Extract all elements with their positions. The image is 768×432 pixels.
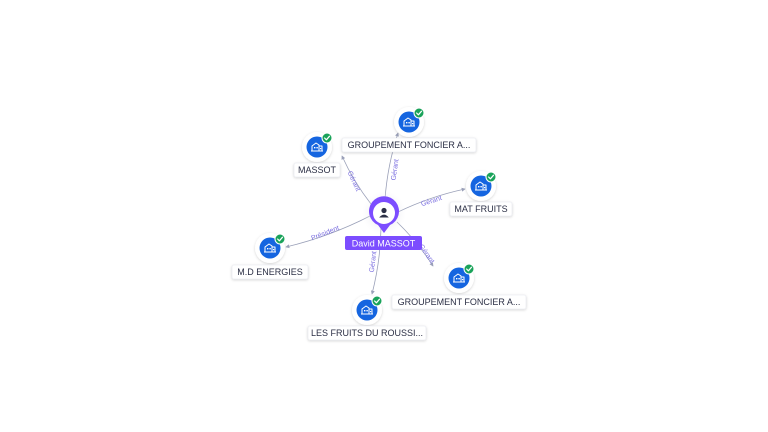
- verified-check-icon: [463, 263, 475, 275]
- node-label: GROUPEMENT FONCIER A...: [341, 137, 477, 153]
- building-icon: [403, 117, 415, 127]
- company-node-massot[interactable]: MASSOT: [293, 132, 341, 178]
- node-label: MASSOT: [293, 162, 341, 178]
- nodes-layer: MASSOT GROUPEMENT FONCIER A... MAT FRUITS G…: [231, 107, 527, 341]
- center-label-box: [345, 236, 422, 250]
- node-label-text: LES FRUITS DU ROUSSI...: [311, 328, 423, 338]
- node-label-text: MAT FRUITS: [454, 204, 507, 214]
- company-node-gfa1[interactable]: GROUPEMENT FONCIER A...: [341, 107, 477, 153]
- node-label-box: [293, 162, 341, 178]
- building-icon: [264, 243, 276, 253]
- building-icon: [361, 305, 373, 315]
- node-label-box: [307, 325, 427, 341]
- verified-check-icon: [321, 132, 333, 144]
- building-icon: [475, 181, 487, 191]
- node-label-box: [341, 137, 477, 153]
- edge-label: Président: [310, 225, 340, 243]
- verified-check-icon: [371, 295, 383, 307]
- edge-line: [285, 215, 371, 249]
- building-icon: [311, 142, 323, 152]
- edge-label: Gérant: [420, 195, 443, 208]
- edge-massot: Gérant: [341, 155, 372, 205]
- node-label-text: MASSOT: [298, 165, 337, 175]
- company-node-mdenergies[interactable]: M.D ENERGIES: [231, 233, 309, 280]
- node-label: M.D ENERGIES: [231, 264, 309, 280]
- edge-label: Gérant: [369, 251, 379, 273]
- company-node-matfruits[interactable]: MAT FRUITS: [449, 171, 513, 217]
- node-label-text: GROUPEMENT FONCIER A...: [348, 140, 471, 150]
- person-icon: [379, 207, 389, 218]
- node-label: GROUPEMENT FONCIER A...: [391, 294, 527, 310]
- node-label-box: [231, 264, 309, 280]
- node-label: LES FRUITS DU ROUSSI...: [307, 325, 427, 341]
- edge-label: Gérant: [391, 159, 401, 181]
- node-label-box: [449, 201, 513, 217]
- company-node-gfa2[interactable]: GROUPEMENT FONCIER A...: [391, 263, 527, 310]
- building-icon: [453, 273, 465, 283]
- node-label-text: GROUPEMENT FONCIER A...: [398, 297, 521, 307]
- node-label: MAT FRUITS: [449, 201, 513, 217]
- center-label: David MASSOT: [352, 239, 416, 249]
- company-node-fruits[interactable]: LES FRUITS DU ROUSSI...: [307, 295, 427, 341]
- node-label-box: [391, 294, 527, 310]
- verified-check-icon: [485, 171, 497, 183]
- center-node[interactable]: David MASSOT: [345, 191, 422, 250]
- verified-check-icon: [413, 107, 425, 119]
- verified-check-icon: [274, 233, 286, 245]
- edge-label: Gérant: [346, 170, 361, 192]
- node-label-text: M.D ENERGIES: [237, 267, 303, 277]
